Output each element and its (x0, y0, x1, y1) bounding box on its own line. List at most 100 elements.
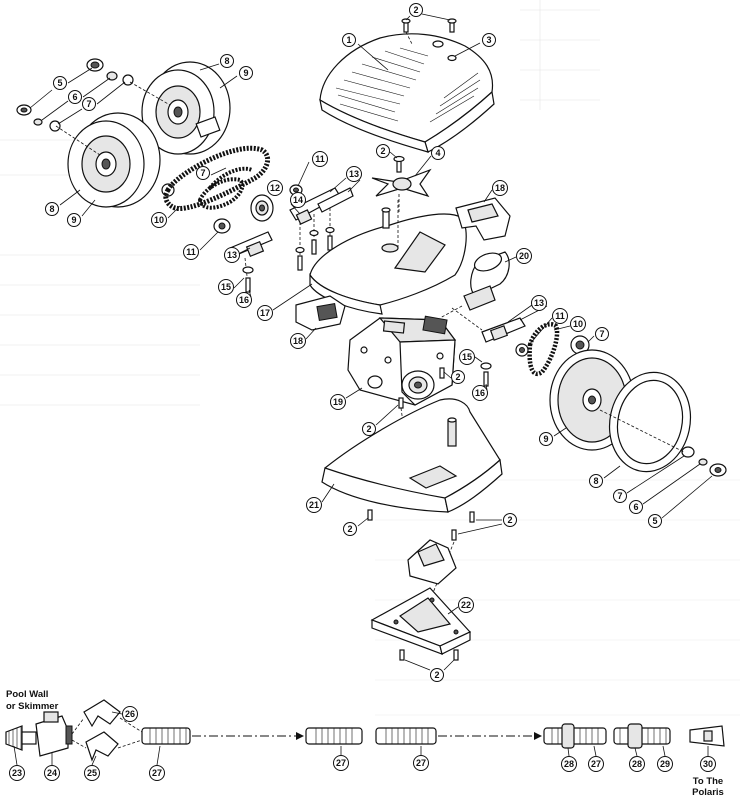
callout-number: 7 (599, 329, 604, 339)
callout-c18b: 18 (290, 333, 306, 349)
callout-c15b: 15 (459, 349, 475, 365)
callout-circle (149, 765, 165, 781)
callout-circle (613, 489, 627, 503)
callout-circle (458, 597, 474, 613)
hose-segment-1 (141, 727, 191, 766)
left-front-wheel-part (67, 112, 161, 208)
callout-number: 4 (435, 148, 440, 158)
source-caption: Pool Wall or Skimmer (6, 689, 59, 712)
callout-number: 2 (366, 424, 371, 434)
callout-circle (342, 33, 356, 47)
callout-c2a: 2 (409, 3, 423, 17)
callout-number: 13 (534, 298, 544, 308)
callout-circle (239, 66, 253, 80)
callout-circle (595, 327, 609, 341)
callout-circle (333, 755, 349, 771)
callout-circle (224, 247, 240, 263)
callout-number: 22 (461, 600, 471, 610)
callout-circle (492, 180, 508, 196)
pulley-gear-part (250, 194, 274, 222)
right-tire-part (603, 371, 692, 479)
callout-number: 20 (519, 251, 529, 261)
callout-c27a: 27 (149, 765, 165, 781)
callout-circle (312, 151, 328, 167)
callout-circle (648, 514, 662, 528)
callout-c19: 19 (330, 394, 346, 410)
callout-number: 23 (12, 768, 22, 778)
left-drive-belt-part (163, 145, 271, 211)
callout-c13a: 13 (346, 166, 362, 182)
destination-caption-line-1: To The (693, 776, 723, 787)
callout-c23: 23 (9, 765, 25, 781)
callout-c28a: 28 (561, 756, 577, 772)
callout-number: 11 (315, 154, 325, 164)
callout-c5b: 5 (648, 514, 662, 528)
callout-number: 29 (660, 759, 670, 769)
hose-flow-arrow-2 (534, 732, 542, 740)
callout-circle (45, 202, 59, 216)
hose-segment-4 (543, 723, 607, 757)
callout-c13c: 13 (531, 295, 547, 311)
callout-number: 25 (87, 768, 97, 778)
callout-circle (629, 500, 643, 514)
nozzle-upper-part (455, 189, 511, 241)
callout-number: 9 (71, 215, 76, 225)
hose-segment-3 (375, 727, 437, 755)
callout-circle (472, 385, 488, 401)
callout-circle (430, 668, 444, 682)
callout-c14: 14 (290, 192, 306, 208)
callout-c13b: 13 (224, 247, 240, 263)
hose-segment-5 (613, 723, 671, 757)
callout-circle (267, 180, 283, 196)
callout-number: 5 (652, 516, 657, 526)
chassis-top-part (272, 200, 467, 315)
callout-circle (413, 755, 429, 771)
callout-number: 27 (591, 759, 601, 769)
source-caption-line-1: Pool Wall (6, 689, 48, 700)
callout-number: 2 (347, 524, 352, 534)
callout-number: 7 (86, 99, 91, 109)
callout-number: 17 (260, 308, 270, 318)
callout-number: 2 (380, 146, 385, 156)
callout-c6a: 6 (68, 90, 82, 104)
callout-c9b: 9 (67, 213, 81, 227)
callout-c12: 12 (267, 180, 283, 196)
callout-circle (306, 497, 322, 513)
callout-c11b: 11 (183, 244, 199, 260)
callout-c8c: 8 (589, 474, 603, 488)
polaris-connector-part (689, 725, 725, 756)
left-rear-wheel-part (141, 61, 231, 155)
callout-c10a: 10 (151, 212, 167, 228)
callout-number: 24 (47, 768, 57, 778)
callout-c2f: 2 (503, 513, 517, 527)
callout-c17: 17 (257, 305, 273, 321)
callout-number: 8 (593, 476, 598, 486)
callout-circle (218, 279, 234, 295)
hose-adapter-part (439, 251, 517, 319)
callout-number: 10 (154, 215, 164, 225)
hose-flow-arrow-1 (296, 732, 304, 740)
callout-number: 9 (543, 434, 548, 444)
callout-c3: 3 (482, 33, 496, 47)
callout-number: 9 (243, 68, 248, 78)
callout-c1: 1 (342, 33, 356, 47)
callout-c9a: 9 (239, 66, 253, 80)
callout-c2c: 2 (451, 370, 465, 384)
callout-number: 2 (455, 372, 460, 382)
callout-number: 12 (270, 183, 280, 193)
callout-number: 21 (309, 500, 319, 510)
callout-circle (67, 213, 81, 227)
callout-circle (552, 308, 568, 324)
callout-circle (290, 192, 306, 208)
callout-c2g: 2 (430, 668, 444, 682)
callout-c24: 24 (44, 765, 60, 781)
top-cover-part (319, 33, 495, 153)
hose-valve-part (35, 711, 73, 765)
callout-circle (343, 522, 357, 536)
callout-number: 27 (416, 758, 426, 768)
impeller-part (371, 151, 432, 212)
callout-c27c: 27 (413, 755, 429, 771)
callout-c7d: 7 (613, 489, 627, 503)
